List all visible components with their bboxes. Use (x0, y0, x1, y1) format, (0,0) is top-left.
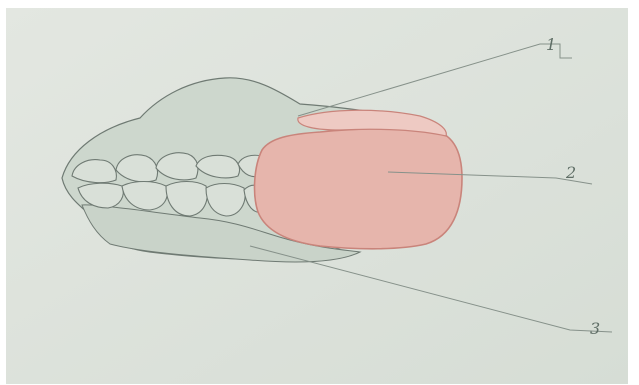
paper-border-right (628, 8, 639, 384)
callout-1: 1 (546, 35, 556, 54)
bite-block (255, 129, 462, 249)
callout-2: 2 (565, 163, 576, 182)
callout-3: 3 (590, 319, 600, 338)
